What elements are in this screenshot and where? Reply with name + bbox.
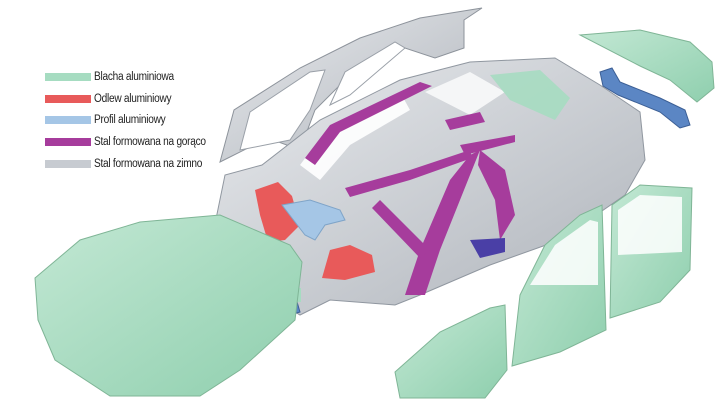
body-structure [207,57,646,316]
legend-label: Stal formowana na zimno [94,158,203,171]
legend-swatch [45,116,91,125]
legend-item-aluminium-sheet: Blacha aluminiowa [45,66,221,88]
legend-label: Blacha aluminiowa [94,70,174,83]
legend-item-hot-formed-steel: Stal formowana na gorąco [45,131,221,153]
legend-swatch [45,160,91,169]
legend-swatch [45,72,91,81]
front-fender [394,304,508,399]
legend-label: Stal formowana na gorąco [94,136,206,149]
legend-label: Profil aluminiowy [94,114,166,127]
legend-item-aluminium-casting: Odlew aluminiowy [45,88,221,110]
legend-item-cold-formed-steel: Stal formowana na zimno [45,153,221,175]
trunk-lid [578,29,715,103]
hood [34,214,303,397]
side-frame-panel [219,7,483,163]
legend-swatch [45,94,91,103]
legend-item-aluminium-profile: Profil aluminiowy [45,110,221,132]
rear-bumper-beam [599,67,691,129]
legend-swatch [45,138,91,147]
material-legend: Blacha aluminiowa Odlew aluminiowy Profi… [45,66,221,175]
legend-label: Odlew aluminiowy [94,92,172,105]
